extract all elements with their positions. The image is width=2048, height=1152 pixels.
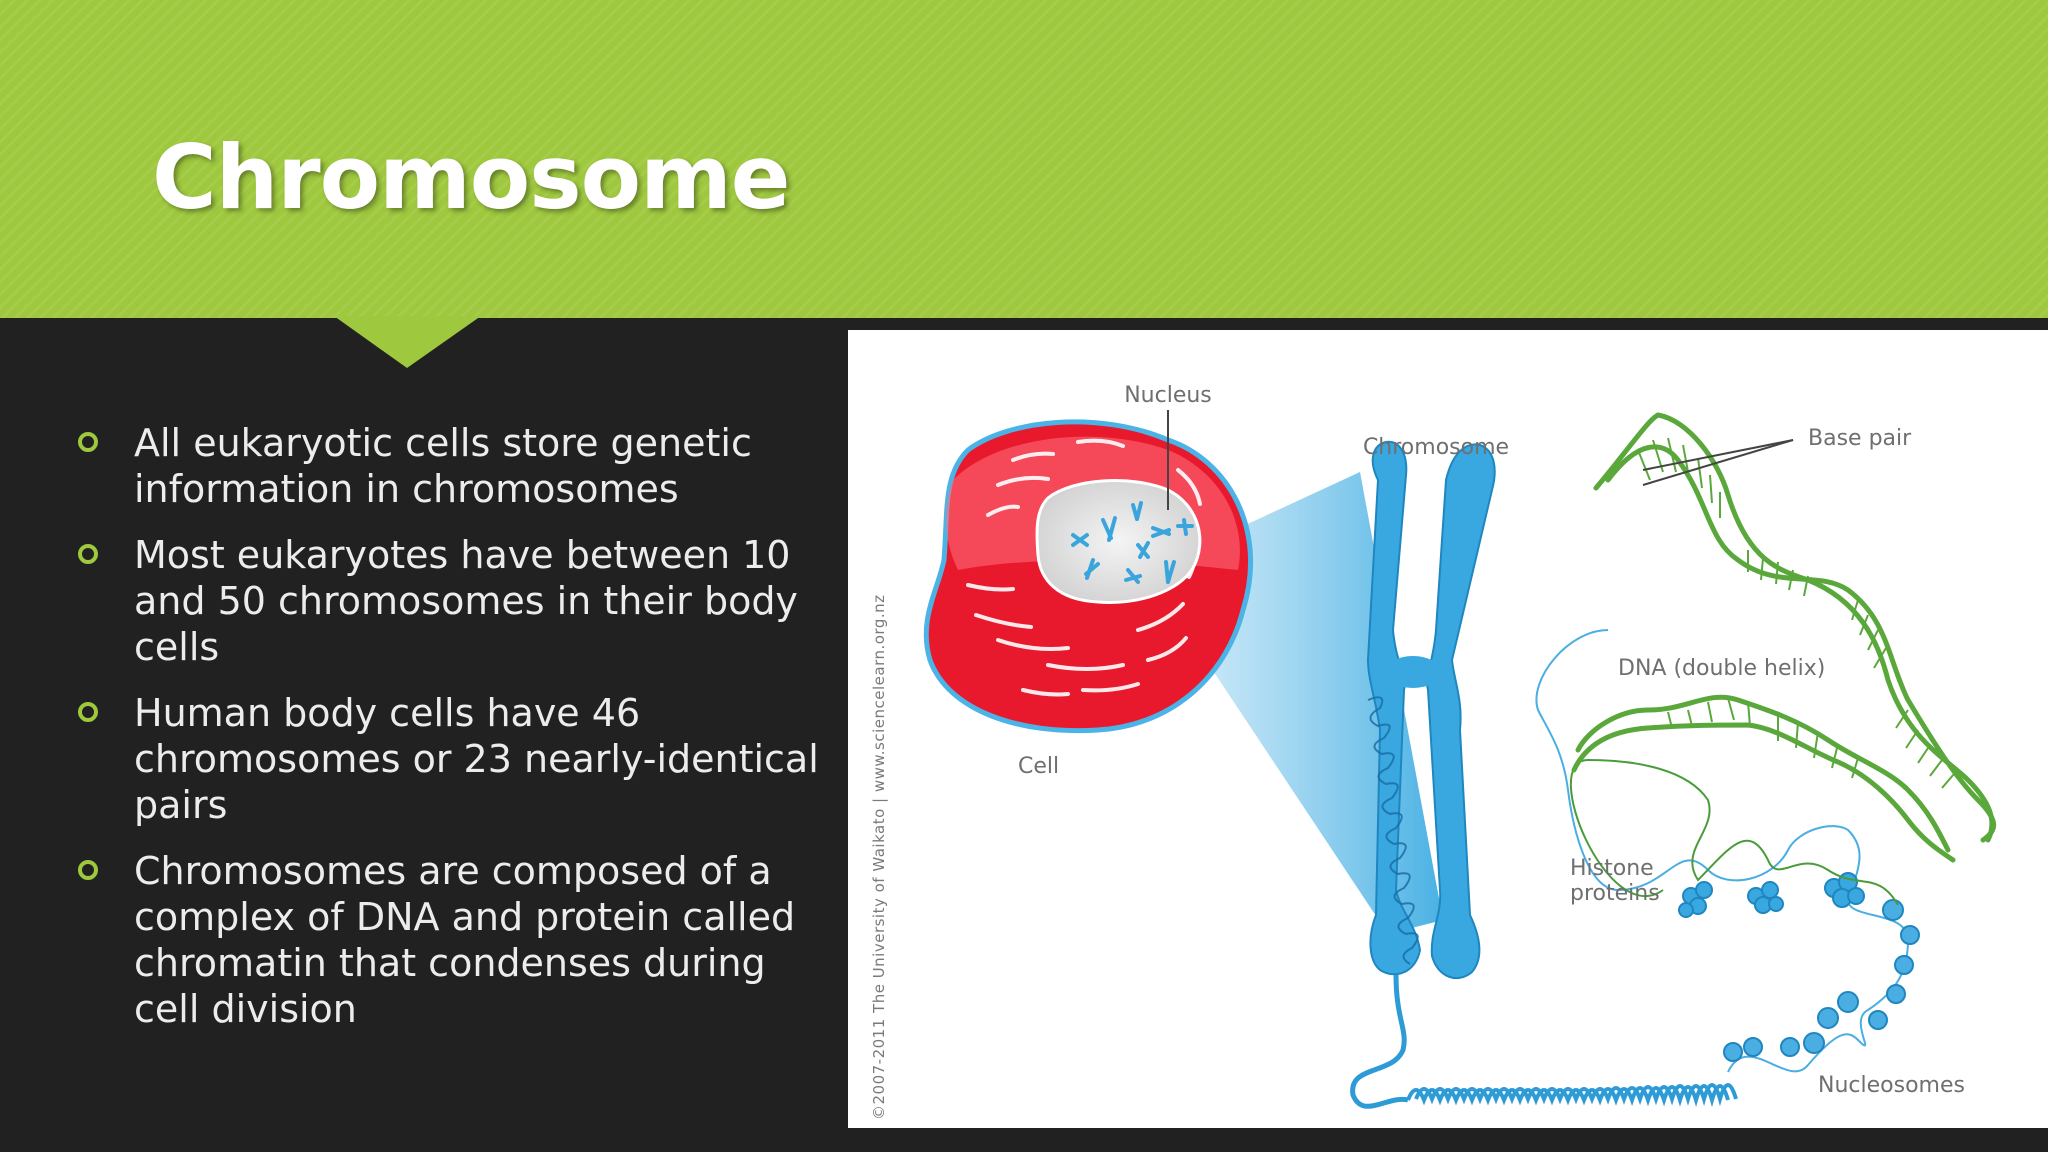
histone-clusters [1678, 872, 1865, 918]
label-nucleosomes: Nucleosomes [1818, 1073, 1965, 1098]
label-cell: Cell [1018, 754, 1059, 779]
label-base-pair: Base pair [1808, 426, 1912, 451]
bullet-text: All eukaryotic cells store genetic infor… [134, 421, 752, 511]
nucleosome-beads [1723, 899, 1920, 1062]
diagram-drawing: Nucleus Chromosome Base pair DNA (double… [923, 383, 1997, 1109]
title-banner: Chromosome [0, 0, 2048, 318]
label-dna: DNA (double helix) [1618, 656, 1825, 681]
bullet-item: Most eukaryotes have between 10 and 50 c… [76, 532, 836, 670]
bullet-circle-icon [78, 860, 98, 880]
bullet-text: Human body cells have 46 chromosomes or … [134, 691, 819, 827]
chromosome-diagram: Nucleus Chromosome Base pair DNA (double… [848, 330, 2048, 1128]
label-nucleus: Nucleus [1124, 383, 1212, 408]
dna-linker [1535, 629, 1910, 1073]
bullet-circle-icon [78, 432, 98, 452]
label-histone-line-2: proteins [1570, 881, 1660, 906]
solenoid-fiber [1406, 1083, 1738, 1108]
banner-notch [334, 316, 481, 368]
label-histone-line-1: Histone [1570, 856, 1654, 881]
credit-container: ©2007-2011 The University of Waikato | w… [848, 330, 888, 1120]
base-pair-leader-lines [1642, 439, 1794, 486]
bullet-circle-icon [78, 702, 98, 722]
label-chromosome: Chromosome [1363, 435, 1509, 460]
chromosome-shape [1366, 440, 1496, 980]
bullet-item: Chromosomes are composed of a complex of… [76, 848, 836, 1032]
histone-thread [1569, 758, 1899, 906]
nucleus-shape [1035, 479, 1202, 604]
bullet-item: Human body cells have 46 chromosomes or … [76, 690, 836, 828]
slide-title: Chromosome [152, 126, 790, 229]
bullet-list: All eukaryotic cells store genetic infor… [76, 420, 836, 1052]
bullet-item: All eukaryotic cells store genetic infor… [76, 420, 836, 512]
copyright-credit: ©2007-2011 The University of Waikato | w… [870, 594, 888, 1120]
dna-base-pairs [1637, 437, 1955, 789]
bullet-circle-icon [78, 544, 98, 564]
chromatin-coil [1367, 696, 1419, 965]
bullet-text: Chromosomes are composed of a complex of… [134, 849, 796, 1031]
chromatin-strand [1350, 974, 1409, 1109]
dna-double-helix [1571, 412, 1997, 863]
bullet-text: Most eukaryotes have between 10 and 50 c… [134, 533, 798, 669]
